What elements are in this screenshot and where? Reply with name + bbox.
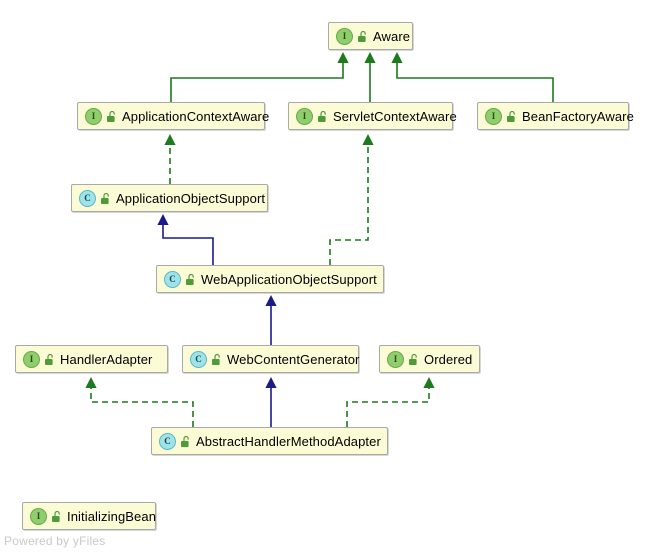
- uml-node-servlet-context-aware[interactable]: I ServletContextAware: [288, 102, 457, 130]
- uml-node-label: AbstractHandlerMethodAdapter: [196, 433, 381, 449]
- lock-icon: [317, 110, 328, 122]
- lock-icon: [100, 192, 111, 204]
- edge-arrowhead: [85, 377, 97, 388]
- uml-node-label: ApplicationContextAware: [122, 108, 270, 124]
- uml-node-initializing-bean[interactable]: I InitializingBean: [22, 502, 156, 530]
- edge-line: [329, 143, 369, 265]
- edge-arrowhead: [337, 52, 349, 63]
- edge-line: [396, 61, 554, 102]
- uml-node-web-content-generator[interactable]: C WebContentGenerator: [182, 345, 359, 373]
- edge-arrowhead: [265, 377, 277, 388]
- uml-node-bean-factory-aware[interactable]: I BeanFactoryAware: [477, 102, 634, 130]
- interface-icon: I: [387, 350, 404, 368]
- interface-icon: I: [23, 350, 40, 368]
- interface-icon: I: [30, 507, 47, 525]
- uml-node-label: BeanFactoryAware: [522, 108, 634, 124]
- uml-node-ordered[interactable]: I Ordered: [379, 345, 480, 373]
- interface-icon: I: [296, 107, 313, 125]
- edge-arrowhead: [157, 214, 169, 225]
- class-icon: C: [159, 432, 176, 450]
- lock-icon: [51, 510, 62, 522]
- lock-icon: [506, 110, 517, 122]
- uml-node-handler-adapter[interactable]: I HandlerAdapter: [15, 345, 168, 373]
- edge-wcg-waos: [265, 295, 277, 345]
- uml-node-label: InitializingBean: [67, 508, 157, 524]
- yfiles-watermark: Powered by yFiles: [4, 534, 106, 548]
- edge-arrowhead: [423, 377, 435, 388]
- class-icon: C: [79, 189, 96, 207]
- lock-icon: [211, 353, 222, 365]
- edge-line: [162, 223, 214, 265]
- edge-aca-aware: [170, 52, 349, 102]
- edge-aos-aca: [164, 134, 176, 184]
- uml-node-web-application-object-support[interactable]: C WebApplicationObjectSupport: [156, 265, 384, 293]
- uml-node-abstract-handler-method-adapter[interactable]: C AbstractHandlerMethodAdapter: [151, 427, 388, 455]
- edge-ahma-wcg: [265, 377, 277, 427]
- interface-icon: I: [336, 27, 353, 45]
- edge-ahma-ordered: [346, 377, 435, 427]
- lock-icon: [185, 273, 196, 285]
- edge-ahma-ha: [85, 377, 194, 427]
- uml-node-label: WebContentGenerator: [227, 351, 360, 367]
- class-icon: C: [190, 350, 207, 368]
- edge-arrowhead: [362, 134, 374, 145]
- edge-arrowhead: [364, 52, 376, 63]
- uml-node-application-object-support[interactable]: C ApplicationObjectSupport: [71, 184, 268, 212]
- lock-icon: [357, 30, 368, 42]
- uml-node-label: Ordered: [424, 351, 473, 367]
- interface-icon: I: [485, 107, 502, 125]
- edge-line: [90, 386, 194, 427]
- edge-arrowhead: [391, 52, 403, 63]
- uml-node-application-context-aware[interactable]: I ApplicationContextAware: [77, 102, 269, 130]
- edge-arrowhead: [164, 134, 176, 145]
- uml-node-label: ApplicationObjectSupport: [116, 190, 266, 206]
- edge-bfa-aware: [391, 52, 554, 102]
- lock-icon: [408, 353, 419, 365]
- lock-icon: [106, 110, 117, 122]
- lock-icon: [44, 353, 55, 365]
- class-icon: C: [164, 270, 181, 288]
- uml-node-label: ServletContextAware: [333, 108, 457, 124]
- edge-sca-aware: [364, 52, 376, 102]
- uml-node-label: Aware: [373, 28, 411, 44]
- edge-line: [346, 386, 430, 427]
- edge-waos-sca: [329, 134, 374, 265]
- edge-arrowhead: [265, 295, 277, 306]
- uml-node-label: HandlerAdapter: [60, 351, 153, 367]
- uml-node-label: WebApplicationObjectSupport: [201, 271, 377, 287]
- uml-node-aware[interactable]: I Aware: [328, 22, 413, 50]
- edge-waos-aos: [157, 214, 214, 265]
- interface-icon: I: [85, 107, 102, 125]
- lock-icon: [180, 435, 191, 447]
- edge-line: [170, 61, 344, 102]
